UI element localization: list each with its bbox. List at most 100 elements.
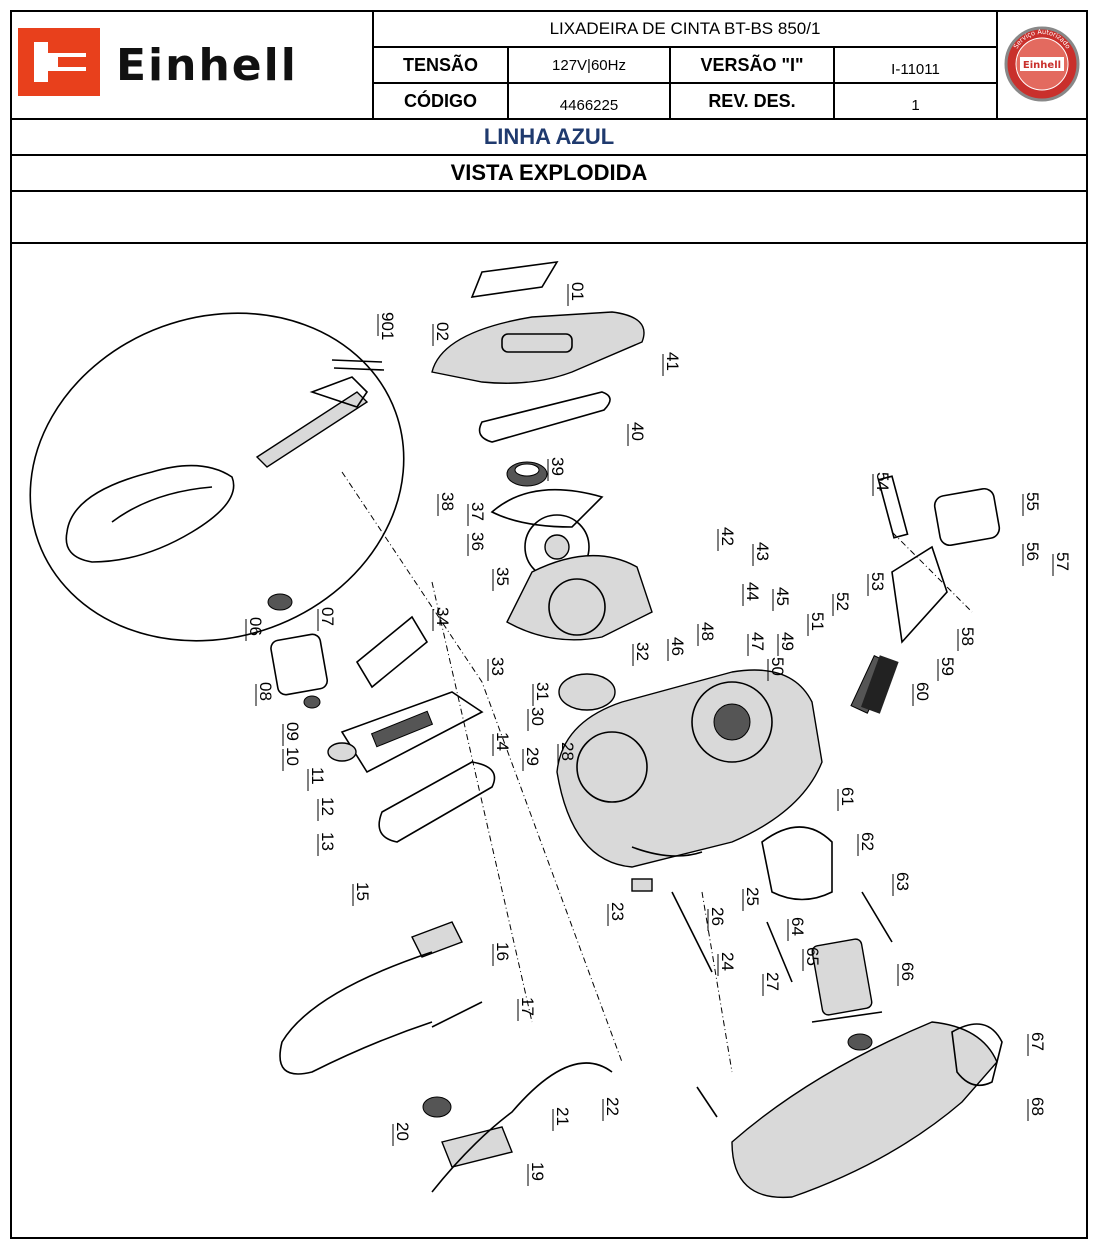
callout-16: 16 — [493, 942, 512, 961]
callout-17: 17 — [518, 997, 537, 1016]
callout-06: 06 — [246, 617, 265, 636]
tensao-value: 127V|60Hz — [507, 46, 671, 84]
callout-28: 28 — [558, 742, 577, 761]
callout-29: 29 — [523, 747, 542, 766]
part-40-plate — [478, 391, 611, 443]
callout-44: 44 — [743, 582, 762, 601]
view-title: VISTA EXPLODIDA — [10, 154, 1088, 192]
callout-64: 64 — [788, 917, 807, 936]
callout-43: 43 — [753, 542, 772, 561]
callout-62: 62 — [858, 832, 877, 851]
callout-26: 26 — [708, 907, 727, 926]
einhell-logo: Einhell — [18, 28, 298, 96]
part-24-bearing — [696, 1086, 718, 1118]
callout-11: 11 — [308, 767, 327, 785]
callout-07: 07 — [318, 607, 337, 626]
logo-wordmark: Einhell — [116, 40, 298, 91]
callout-47: 47 — [748, 632, 767, 651]
callout-65: 65 — [803, 947, 822, 966]
part-60-spring — [861, 655, 899, 714]
callout-36: 36 — [468, 532, 487, 551]
tensao-label: TENSÃO — [372, 46, 509, 84]
part-66-armature — [811, 938, 883, 1051]
callout-10: 10 — [283, 747, 302, 766]
revdes-value: 1 — [833, 82, 998, 120]
part-27-pin — [766, 921, 793, 983]
callout-51: 51 — [808, 612, 827, 631]
callout-21: 21 — [553, 1107, 572, 1126]
part-901-cushion — [65, 359, 385, 563]
service-seal-cell: Einhell Serviço Autorizado — [996, 10, 1088, 120]
callout-08: 08 — [256, 682, 275, 701]
part-30-drive-wheel — [558, 673, 616, 711]
callout-32: 32 — [633, 642, 652, 661]
callout-50: 50 — [768, 657, 787, 676]
callout-02: 02 — [433, 322, 452, 341]
callout-33: 33 — [488, 657, 507, 676]
part-13-base-plate — [340, 691, 484, 774]
callout-31: 31 — [533, 682, 552, 701]
callout-40: 40 — [628, 422, 647, 441]
part-23-block — [631, 878, 653, 892]
exploded-view-diagram: 01 02 901 41 40 39 38 37 36 35 34 33 32 06 07 08 09 10 11 1… — [12, 242, 1086, 1251]
callout-45: 45 — [773, 587, 792, 606]
callout-53: 53 — [868, 572, 887, 591]
callout-37: 37 — [468, 502, 487, 521]
callout-12: 12 — [318, 797, 337, 816]
callout-48: 48 — [698, 622, 717, 641]
part-16-17-power-cord — [279, 921, 483, 1075]
callout-14: 14 — [493, 732, 512, 751]
callout-24: 24 — [718, 952, 737, 971]
codigo-label: CÓDIGO — [372, 82, 509, 120]
callout-30: 30 — [528, 707, 547, 726]
part-20-22-wiring — [431, 1062, 613, 1193]
callout-63: 63 — [893, 872, 912, 891]
callout-01: 01 — [568, 282, 587, 301]
callout-56: 56 — [1023, 542, 1042, 561]
callout-09: 09 — [283, 722, 302, 741]
callout-23: 23 — [608, 902, 627, 921]
part-67-handle-shell — [731, 1021, 1003, 1199]
callout-38: 38 — [438, 492, 457, 511]
callout-42: 42 — [718, 527, 737, 546]
revdes-label: REV. DES. — [669, 82, 835, 120]
callout-61: 61 — [838, 787, 857, 806]
part-41-top-cover — [431, 260, 645, 384]
part-19-switch — [441, 1126, 513, 1168]
callout-66: 66 — [898, 962, 917, 981]
callout-57: 57 — [1053, 552, 1072, 571]
callout-901: 901 — [378, 312, 397, 340]
callout-20: 20 — [393, 1122, 412, 1141]
callout-60: 60 — [913, 682, 932, 701]
callout-layer: 01 02 901 41 40 39 38 37 36 35 34 33 32 06 07 08 09 10 11 1… — [245, 282, 1072, 1251]
callout-19: 19 — [528, 1162, 547, 1181]
codigo-value: 4466225 — [507, 82, 671, 120]
part-64-pin — [861, 891, 893, 943]
part-06-12-roller-set — [267, 593, 357, 762]
callout-15: 15 — [353, 882, 372, 901]
callout-49: 49 — [778, 632, 797, 651]
part-61-main-housing — [556, 669, 823, 868]
line-name: LINHA AZUL — [10, 118, 1088, 156]
callout-13: 13 — [318, 832, 337, 851]
service-seal-icon: Einhell Serviço Autorizado — [1004, 26, 1080, 102]
callout-25: 25 — [743, 887, 762, 906]
callout-55: 55 — [1023, 492, 1042, 511]
logo-cell: Einhell — [10, 10, 374, 120]
group-901-outline — [29, 312, 405, 642]
callout-59: 59 — [938, 657, 957, 676]
callout-54: 54 — [873, 472, 892, 491]
part-33-gear-housing — [506, 554, 653, 641]
callout-68: 68 — [1028, 1097, 1047, 1116]
callout-35: 35 — [493, 567, 512, 586]
callout-27: 27 — [763, 972, 782, 991]
callout-58: 58 — [958, 627, 977, 646]
svg-text:Einhell: Einhell — [1023, 60, 1061, 71]
versao-label: VERSÃO "I" — [669, 46, 835, 84]
part-62-stator — [761, 826, 833, 901]
callout-39: 39 — [548, 457, 567, 476]
callout-46: 46 — [668, 637, 687, 656]
callout-34: 34 — [433, 607, 452, 626]
part-36-39-fan-stack — [490, 461, 604, 580]
callout-41: 41 — [663, 352, 682, 371]
